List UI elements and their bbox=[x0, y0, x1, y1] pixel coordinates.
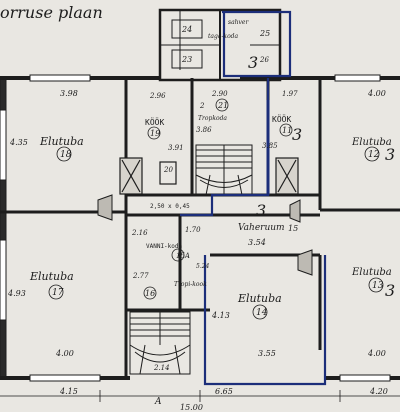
overall-dimension: 15.00 bbox=[180, 403, 203, 412]
axis-marker: A bbox=[154, 397, 162, 407]
room-number-circles bbox=[48, 98, 384, 320]
room-12-name: Elutuba bbox=[351, 137, 392, 148]
staircase-bottom bbox=[129, 311, 191, 375]
room-18-name: Elutuba bbox=[39, 135, 84, 148]
room-19-height: 3.91 bbox=[168, 144, 184, 152]
room-14-width: 3.55 bbox=[258, 349, 276, 358]
blue-mark-2: 3 bbox=[292, 125, 302, 144]
room-17-name: Elutuba bbox=[29, 270, 74, 283]
room-25-name: sahver bbox=[228, 19, 249, 26]
room-21-height: 3.86 bbox=[196, 126, 212, 134]
room-17-number: 17 bbox=[52, 288, 64, 298]
bottom-dimension-line bbox=[0, 390, 400, 402]
room-17-width: 4.00 bbox=[55, 349, 74, 358]
room-19-number: 19 bbox=[150, 129, 160, 138]
windows bbox=[0, 74, 391, 382]
room-17-height: 4.93 bbox=[7, 289, 26, 298]
room-15-name: Vaheruum bbox=[238, 223, 285, 233]
room-13-name: Elutuba bbox=[351, 267, 392, 278]
room-12-width: 4.00 bbox=[367, 89, 386, 98]
room-15-width: 3.54 bbox=[248, 238, 266, 247]
room-11-number: 11 bbox=[282, 126, 292, 135]
bottom-dim-1: 4.15 bbox=[59, 387, 78, 396]
right-bottom-width: 4.00 bbox=[367, 349, 386, 358]
room-14-height: 4.13 bbox=[211, 311, 230, 320]
room-14-number: 14 bbox=[256, 308, 268, 318]
bottom-dim-2: 6.65 bbox=[215, 387, 233, 396]
blue-mark-5: 3 bbox=[385, 281, 395, 300]
room-19-name: KÖÖK bbox=[145, 117, 164, 127]
room-23-number: 23 bbox=[181, 55, 192, 64]
stove-blocks bbox=[119, 157, 299, 195]
room-15a-name: VANNI-koda bbox=[146, 243, 183, 250]
room-14-name: Elutuba bbox=[237, 292, 282, 305]
plan-title: orruse plaan bbox=[0, 3, 103, 22]
room-12-number: 12 bbox=[368, 150, 380, 160]
wall-niches bbox=[97, 194, 313, 276]
blue-mark-3: 3 bbox=[256, 201, 266, 220]
room-15-height: 1.70 bbox=[185, 226, 201, 234]
room-11-height: 3.85 bbox=[262, 142, 278, 150]
room-24-number: 24 bbox=[181, 25, 192, 34]
room-13-number: 13 bbox=[372, 281, 384, 291]
room-11-width: 1.97 bbox=[282, 90, 298, 98]
stair-dimension: 2.14 bbox=[153, 364, 170, 372]
room-16-extra: 5.24 bbox=[196, 263, 210, 270]
room-21-number: 21 bbox=[217, 101, 228, 110]
room-24-name: taga-koda bbox=[208, 33, 239, 40]
room-18-number: 18 bbox=[60, 150, 72, 160]
room-19-width: 2.96 bbox=[149, 92, 166, 100]
room-15a-width: 2.16 bbox=[131, 229, 148, 237]
room-18-width: 3.98 bbox=[60, 89, 78, 98]
room-20-number: 20 bbox=[163, 166, 173, 174]
top-storage-grid bbox=[160, 10, 280, 70]
blue-mark-1: 3 bbox=[248, 53, 258, 72]
room-16-number: 16 bbox=[145, 289, 155, 298]
stair-treads-top bbox=[195, 149, 253, 196]
room-15-number: 15 bbox=[288, 224, 298, 233]
room-26-number: 26 bbox=[259, 56, 269, 64]
bottom-dim-3: 4.20 bbox=[369, 387, 388, 396]
room-15a-height: 2.77 bbox=[132, 272, 149, 280]
room-16-name: Tropi-kook bbox=[174, 281, 207, 288]
room-21-name: Tropkoda bbox=[198, 115, 227, 122]
room-25-number: 25 bbox=[259, 29, 270, 38]
room-11-name: KÖÖK bbox=[272, 114, 291, 124]
room-15a-number: 15A bbox=[176, 252, 190, 260]
room-2-number: 2 bbox=[199, 102, 205, 110]
blue-mark-4: 3 bbox=[385, 145, 395, 164]
room-18-height: 4.35 bbox=[9, 138, 28, 147]
room-21-width: 2.90 bbox=[211, 90, 228, 98]
apartment-boundary bbox=[180, 10, 327, 386]
corridor-dimension: 2,50 x 0,45 bbox=[150, 203, 190, 210]
